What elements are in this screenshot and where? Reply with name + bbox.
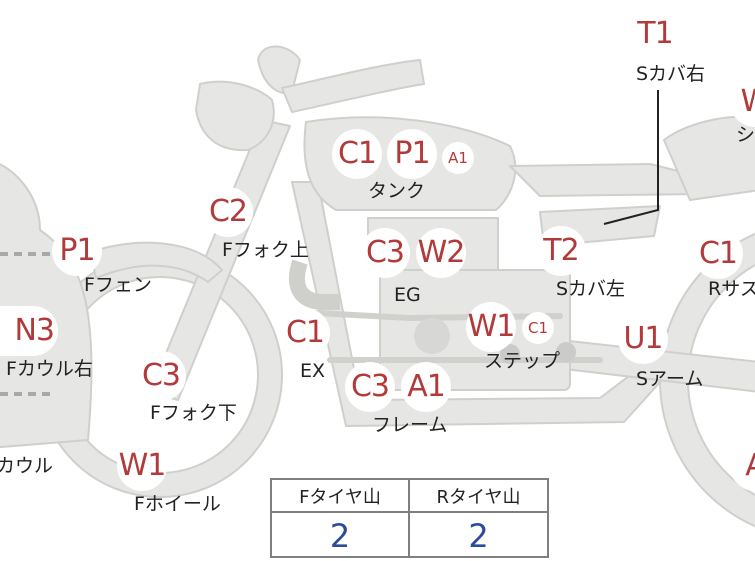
seat-shape: [509, 163, 701, 197]
table-divider-vertical: [408, 480, 410, 556]
code-badge-tank-2: P1: [387, 129, 437, 179]
code-badge-front-fender: P1: [52, 226, 102, 276]
label-exhaust: EX: [300, 360, 326, 382]
code-badge-step-1: W1: [466, 302, 516, 352]
step-peg: [500, 344, 520, 364]
code-badge-frame-2: A1: [401, 362, 451, 412]
code-badge-front-fork-upper: C2: [203, 187, 253, 237]
code-badge-engine-1: C3: [360, 228, 410, 278]
label-swing-arm: Sアーム: [636, 368, 704, 390]
rear-tire-value: 2: [468, 516, 489, 555]
label-front-wheel: Fホイール: [134, 493, 221, 515]
front-tire-value: 2: [329, 516, 351, 555]
step-peg-2: [556, 342, 576, 362]
code-badge-front-cowl-right: N3: [0, 306, 58, 356]
label-s-cover-right: Sカバ右: [636, 63, 706, 85]
rear-tire-header: Rタイヤ山: [436, 486, 521, 508]
code-badge-exhaust: C1: [280, 308, 330, 358]
label-front-cowl-right: Fカウル右: [6, 358, 93, 380]
leader-line-scover-right: [603, 90, 659, 225]
label-frame: フレーム: [372, 414, 448, 436]
label-tank: タンク: [368, 180, 426, 202]
front-fork-shape: [149, 119, 291, 401]
engine-cover-circle: [414, 318, 450, 354]
code-badge-front-fork-lower: C3: [136, 351, 186, 401]
front-tire-header: Fタイヤ山: [299, 486, 381, 508]
tail-cowl-shape: [663, 115, 755, 201]
code-badge-engine-2: W2: [416, 228, 466, 278]
label-cowl: カウル: [0, 455, 54, 477]
code-badge-front-wheel: W1: [117, 441, 167, 491]
code-badge-s-cover-left: T2: [536, 226, 586, 276]
label-front-fender: Fフェン: [84, 274, 152, 296]
code-badge-step-2: C1: [522, 312, 554, 344]
label-front-fork-upper: Fフォク上: [222, 239, 309, 261]
exhaust-shape: [288, 259, 340, 310]
label-engine: EG: [394, 284, 421, 306]
label-s-cover-left: Sカバ左: [556, 278, 626, 300]
handlebar-shape: [257, 45, 301, 94]
code-badge-tank-1: C1: [332, 129, 382, 179]
front-cowl-shape: [0, 163, 93, 449]
label-seat: シ: [736, 124, 755, 146]
tire-tread-table: Fタイヤ山 Rタイヤ山 2 2: [270, 478, 549, 558]
code-badge-tank-3: A1: [442, 142, 474, 174]
label-front-fork-lower: Fフォク下: [150, 402, 237, 424]
front-fender-shape: [89, 241, 223, 283]
label-rear-suspension: Rサス: [708, 278, 755, 300]
code-badge-s-cover-right: T1: [630, 9, 680, 59]
handlebar-bar-shape: [281, 59, 425, 113]
label-step: ステップ: [484, 350, 561, 372]
code-badge-rear-suspension: C1: [693, 229, 743, 279]
code-badge-frame-1: C3: [345, 362, 395, 412]
headlight-shape: [195, 80, 275, 152]
code-badge-swing-arm: U1: [618, 314, 668, 364]
